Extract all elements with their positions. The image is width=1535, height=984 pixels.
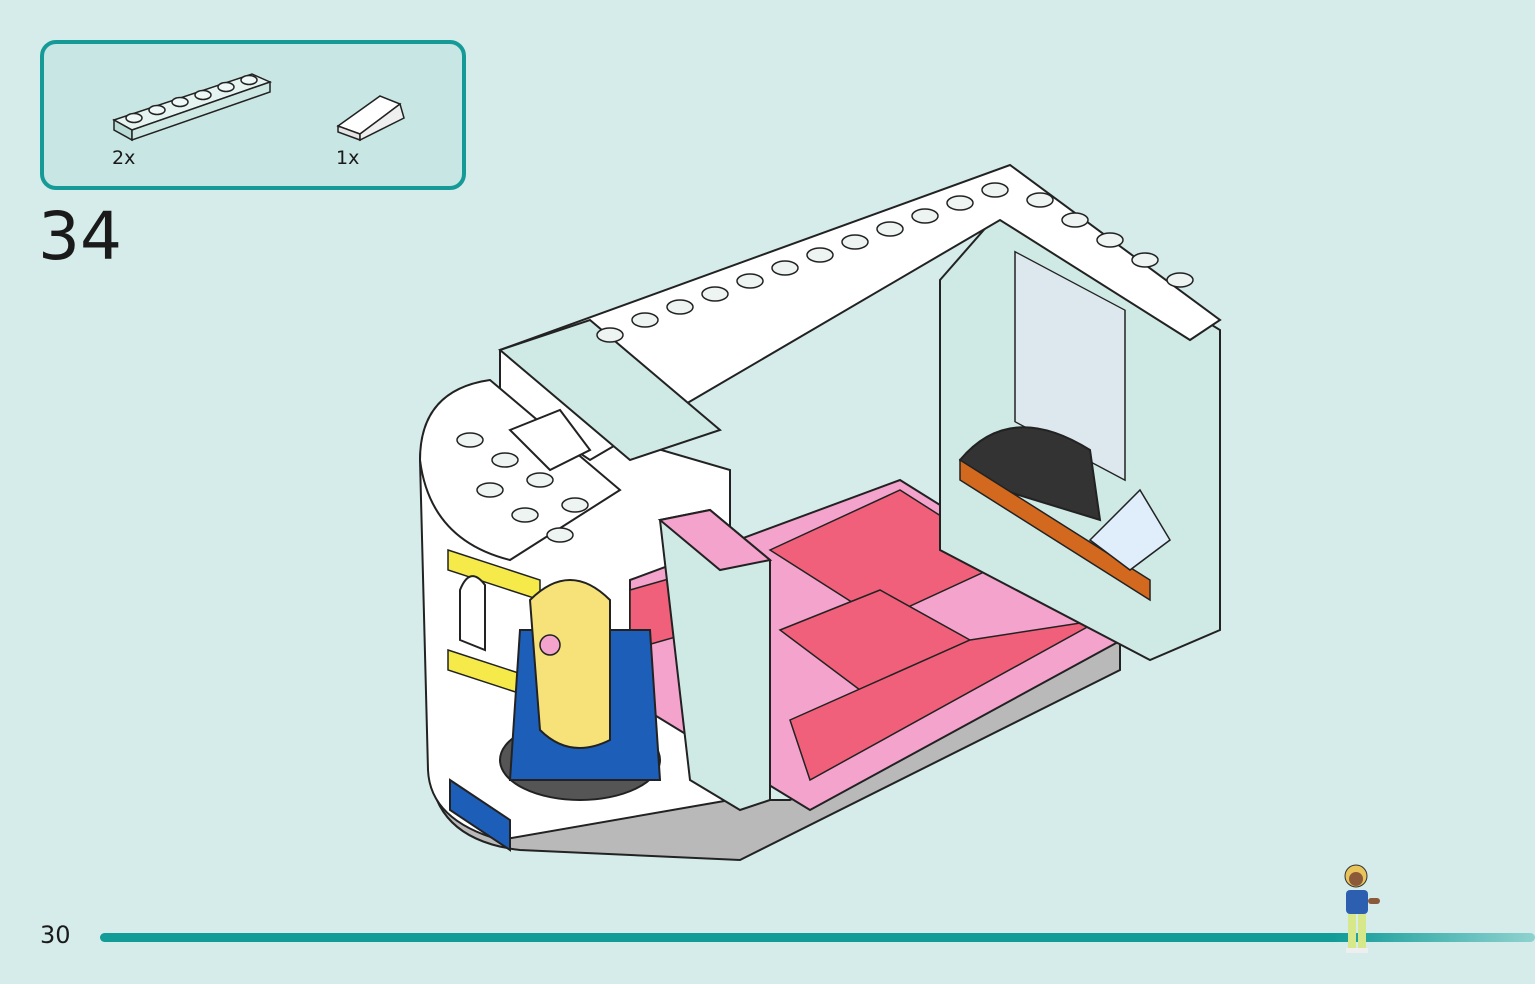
flower-accessory <box>539 634 561 656</box>
progress-bar <box>100 933 1535 942</box>
slope-brick-icon <box>336 95 405 142</box>
white-slope-piece <box>508 408 592 472</box>
orange-counter-edge <box>959 458 1151 602</box>
roof-aqua-corner <box>497 318 723 462</box>
arched-window <box>459 575 486 652</box>
pink-pillar-top <box>657 508 773 572</box>
part-count-slope: 1x <box>336 147 360 169</box>
step-number: 34 <box>38 198 122 275</box>
build-illustration <box>418 163 1222 862</box>
blonde-wig <box>528 579 611 749</box>
page-number: 30 <box>40 921 71 949</box>
parts-list-box: 2x 1x <box>40 40 466 190</box>
plate-1x6-icon <box>112 73 273 142</box>
minifigure-progress-icon <box>1344 864 1380 953</box>
dark-counter-arch <box>958 426 1102 522</box>
blue-base <box>449 778 511 852</box>
roof-round-corner <box>418 378 622 562</box>
tablet-tile <box>1088 488 1171 571</box>
roof-studs <box>456 182 1194 543</box>
part-count-plate: 2x <box>112 147 136 169</box>
